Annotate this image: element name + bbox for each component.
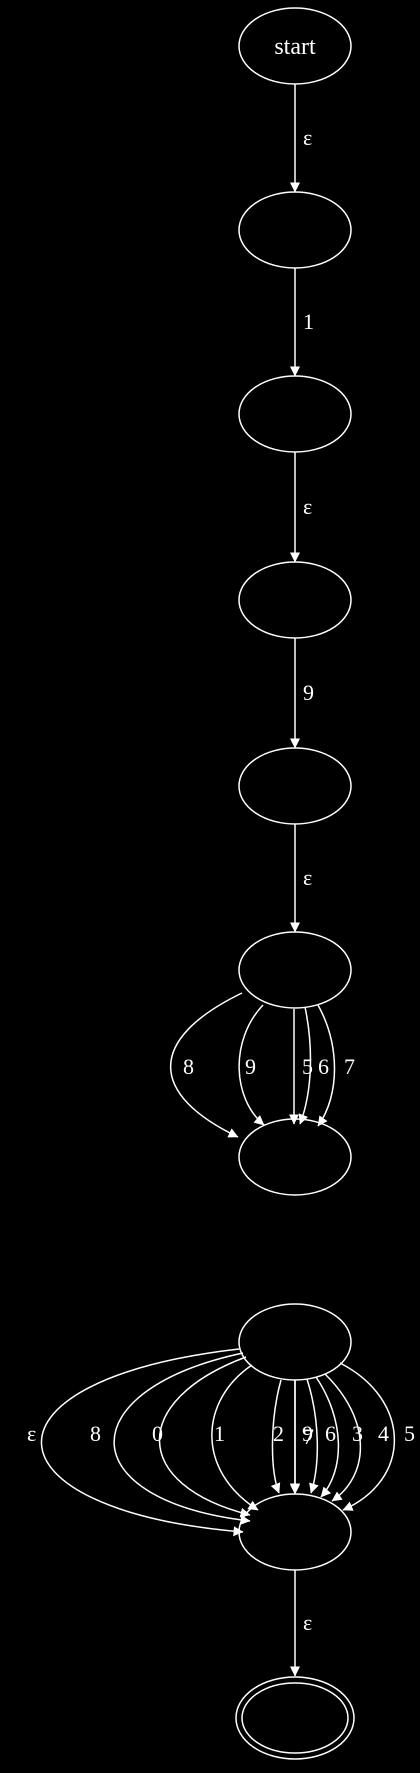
edge-n5-n6: 7 xyxy=(317,1004,355,1127)
edge-label: ε xyxy=(303,865,312,890)
edge-line xyxy=(170,992,243,1138)
edge-line xyxy=(238,1004,265,1126)
edge-n1-n2: 1 xyxy=(290,268,314,377)
edge-n7-n8: 1 xyxy=(211,1364,259,1511)
edge-label: 9 xyxy=(245,1054,256,1079)
state-ellipse xyxy=(238,1493,352,1571)
edge-n6-n7: ε xyxy=(27,1348,244,1537)
edge-n7-n8: 6 xyxy=(306,1378,336,1494)
edge-n7-n8: 3 xyxy=(315,1376,363,1498)
state-label: start xyxy=(274,34,316,60)
edge-n8-n9: ε xyxy=(290,1570,312,1677)
nodes: start xyxy=(235,7,355,1760)
state-ellipse xyxy=(238,1118,352,1196)
state-ellipse xyxy=(241,1682,349,1754)
state-node xyxy=(238,1118,352,1196)
state-ellipse xyxy=(238,747,352,825)
edge-label: ε xyxy=(27,1421,36,1446)
state-node xyxy=(238,931,352,1009)
accepting-state xyxy=(235,1676,355,1760)
edge-label: 2 xyxy=(273,1421,284,1446)
edge-label: 7 xyxy=(344,1054,355,1079)
edge-label: 4 xyxy=(378,1421,389,1446)
edge-n5-n6: 8 xyxy=(170,992,243,1138)
edge-line xyxy=(211,1364,259,1511)
state-ellipse xyxy=(238,561,352,639)
edge-n7-n8: 2 xyxy=(270,1379,284,1494)
edge-line xyxy=(270,1379,282,1494)
edge-line xyxy=(315,1376,340,1498)
edge-line xyxy=(298,1006,312,1125)
edge-label: 5 xyxy=(404,1421,415,1446)
edge-label: 1 xyxy=(303,309,314,334)
edge-line xyxy=(113,1352,251,1525)
edge-n5-n6: 9 xyxy=(238,1004,265,1126)
edge-label: 8 xyxy=(183,1054,194,1079)
edge-n7-n8: 8 xyxy=(90,1352,251,1525)
edge-n2-n3: ε xyxy=(290,452,312,563)
state-node xyxy=(238,1303,352,1381)
state-ellipse xyxy=(238,375,352,453)
edge-line xyxy=(324,1373,362,1502)
state-ellipse xyxy=(238,7,352,85)
edge-n7-n8: 4 xyxy=(324,1373,389,1502)
state-node xyxy=(238,1493,352,1571)
edge-label: 3 xyxy=(352,1421,363,1446)
edge-n5-n6: 5 xyxy=(289,1009,313,1125)
edge-label: 6 xyxy=(318,1054,329,1079)
edge-n7-n8: 7 xyxy=(290,1380,314,1495)
edge-label: ε xyxy=(303,1610,312,1635)
edge-label: 9 xyxy=(303,680,314,705)
edge-label: 6 xyxy=(325,1421,336,1446)
edge-n7-n8: 5 xyxy=(339,1362,415,1511)
edge-label: 5 xyxy=(302,1054,313,1079)
edge-label: 1 xyxy=(214,1421,225,1446)
state-node xyxy=(238,191,352,269)
edge-n3-n4: 9 xyxy=(290,638,314,749)
edge-n0-n1: ε xyxy=(290,84,312,193)
edge-line xyxy=(158,1356,251,1518)
edge-label: 0 xyxy=(152,1421,163,1446)
edge-label: 7 xyxy=(303,1424,314,1449)
edge-n4-n5: ε xyxy=(290,824,312,933)
state-node xyxy=(238,375,352,453)
edge-n7-n8: 0 xyxy=(152,1356,251,1518)
start-state: start xyxy=(238,7,352,85)
edge-line xyxy=(339,1362,396,1511)
state-ellipse xyxy=(238,1303,352,1381)
state-node xyxy=(238,747,352,825)
edge-line xyxy=(40,1348,244,1537)
edge-label: ε xyxy=(303,125,312,150)
state-outer-ring xyxy=(235,1676,355,1760)
state-ellipse xyxy=(238,931,352,1009)
edge-label: ε xyxy=(303,494,312,519)
edge-line xyxy=(317,1004,336,1127)
edge-line xyxy=(306,1378,319,1494)
edge-label: 8 xyxy=(90,1421,101,1446)
state-ellipse xyxy=(238,191,352,269)
edge-n5-n6: 6 xyxy=(298,1006,329,1125)
state-node xyxy=(238,561,352,639)
edge-label: 9 xyxy=(302,1421,313,1446)
